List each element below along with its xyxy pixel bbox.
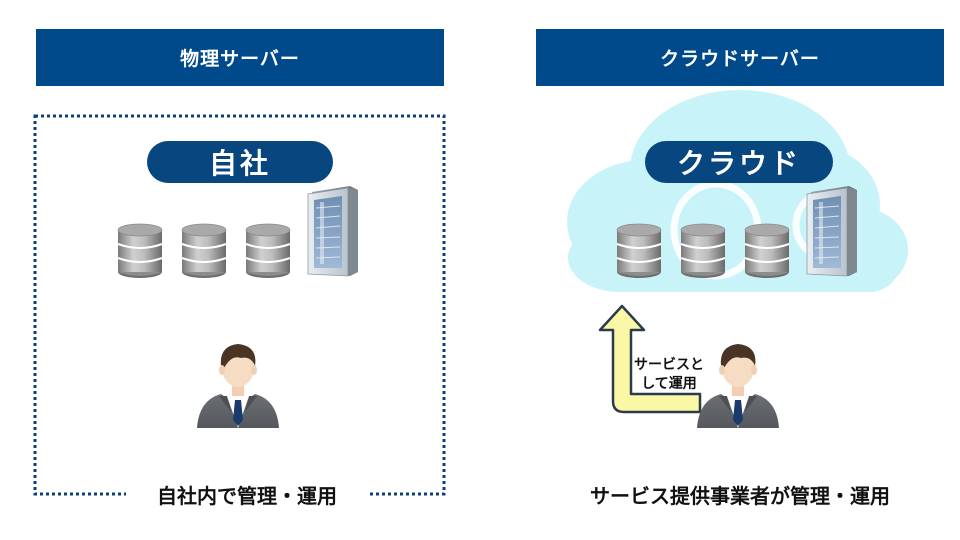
in-house-label: 自社 <box>147 141 333 183</box>
server-rack-icon <box>806 185 858 277</box>
in-house-caption: 自社内で管理・運用 <box>126 480 368 509</box>
cloud-server-header: クラウドサーバー <box>536 29 944 86</box>
database-icon <box>245 223 291 279</box>
cloud-label: クラウド <box>645 141 833 183</box>
database-icon <box>744 223 790 279</box>
database-icon <box>680 223 726 279</box>
database-icon <box>181 223 227 279</box>
arrow-label-line1: サービスと <box>634 357 704 373</box>
arrow-label: サービスと して運用 <box>626 356 712 394</box>
up-arrow-icon <box>598 304 702 414</box>
server-rack-icon <box>307 185 359 277</box>
database-icon <box>117 223 163 279</box>
person-icon <box>197 344 279 428</box>
arrow-label-line2: して運用 <box>641 376 697 392</box>
physical-server-header: 物理サーバー <box>36 29 444 86</box>
database-icon <box>616 223 662 279</box>
provider-caption: サービス提供事業者が管理・運用 <box>590 484 890 508</box>
